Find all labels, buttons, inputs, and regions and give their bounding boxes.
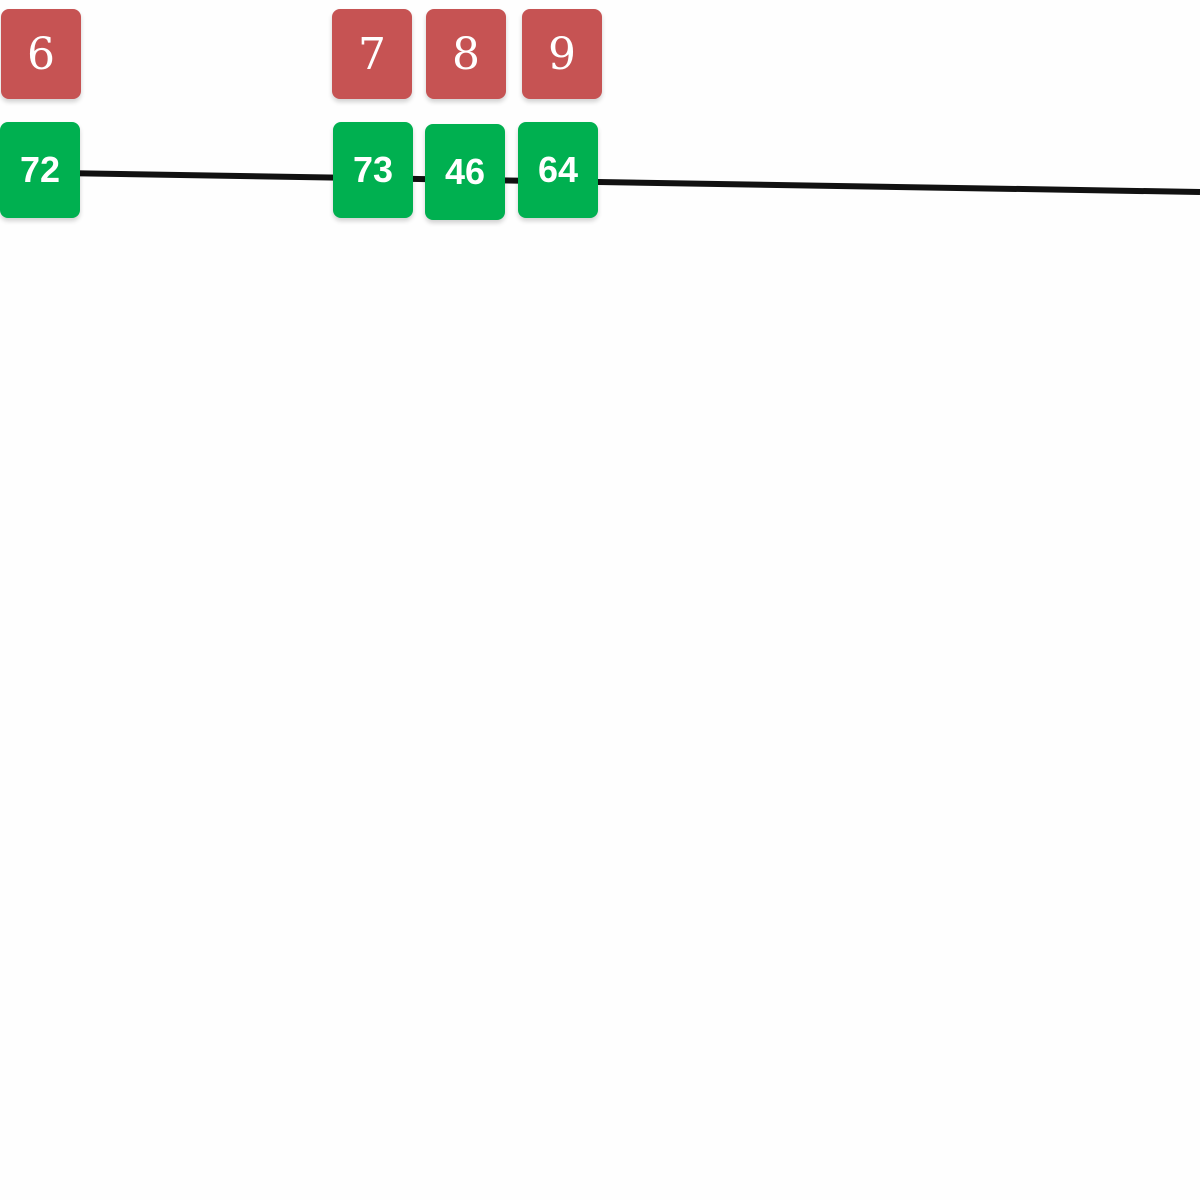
value-box-7: 73 (333, 122, 413, 218)
index-box-7: 7 (332, 9, 412, 99)
value-box-9: 64 (518, 122, 598, 218)
value-box-8: 46 (425, 124, 505, 220)
index-box-9: 9 (522, 9, 602, 99)
index-box-6: 6 (1, 9, 81, 99)
value-box-6: 72 (0, 122, 80, 218)
index-box-8: 8 (426, 9, 506, 99)
